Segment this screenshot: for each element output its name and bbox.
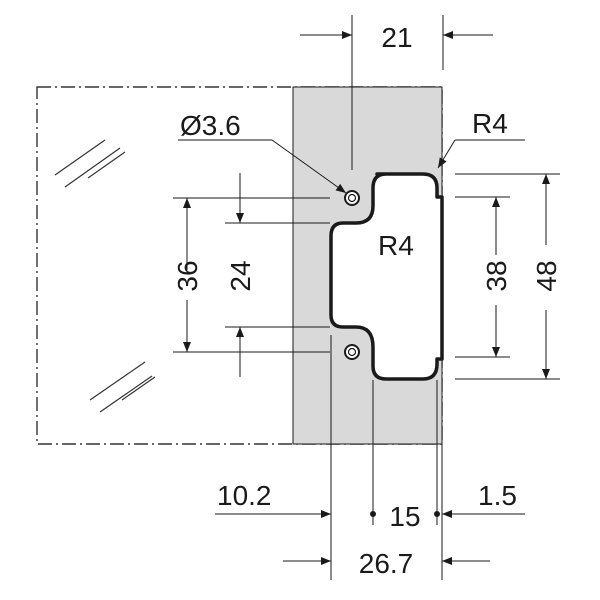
dimension-24-label: 24 [225, 260, 256, 291]
dimension-hole-diameter: Ø3.6 [178, 110, 347, 194]
dimension-36: 36 [172, 198, 203, 352]
dimension-15: 15 [370, 501, 440, 532]
radius-outer-callout: R4 [437, 108, 525, 169]
dimension-38-label: 38 [481, 260, 512, 291]
dimension-26-7: 26.7 [283, 548, 490, 579]
dimension-26-7-label: 26.7 [359, 548, 414, 579]
radius-inner-label: R4 [378, 230, 414, 261]
dimension-21-label: 21 [381, 22, 412, 53]
glass-hatch-top [54, 139, 126, 188]
dimension-1-5: 1.5 [442, 480, 525, 518]
mounting-hole-bottom-inner [347, 347, 357, 357]
dimension-1-5-label: 1.5 [478, 480, 517, 511]
mounting-hole-top-inner [347, 193, 357, 203]
dimension-10-2-label: 10.2 [217, 480, 272, 511]
dimension-48: 48 [531, 174, 562, 379]
mounting-hole-bottom [344, 344, 360, 360]
hole-diameter-label: Ø3.6 [180, 110, 241, 141]
hinge-cutout [329, 172, 444, 381]
dimension-21: 21 [300, 15, 493, 70]
glass-hatch-bottom [89, 361, 156, 413]
dimension-48-label: 48 [531, 260, 562, 291]
dimension-36-label: 36 [172, 260, 203, 291]
dimension-38: 38 [481, 197, 512, 357]
dimension-24: 24 [225, 173, 256, 377]
mounting-hole-top [344, 190, 360, 206]
dimension-10-2: 10.2 [215, 480, 331, 518]
radius-outer-label: R4 [472, 108, 508, 139]
dimension-15-label: 15 [389, 501, 420, 532]
